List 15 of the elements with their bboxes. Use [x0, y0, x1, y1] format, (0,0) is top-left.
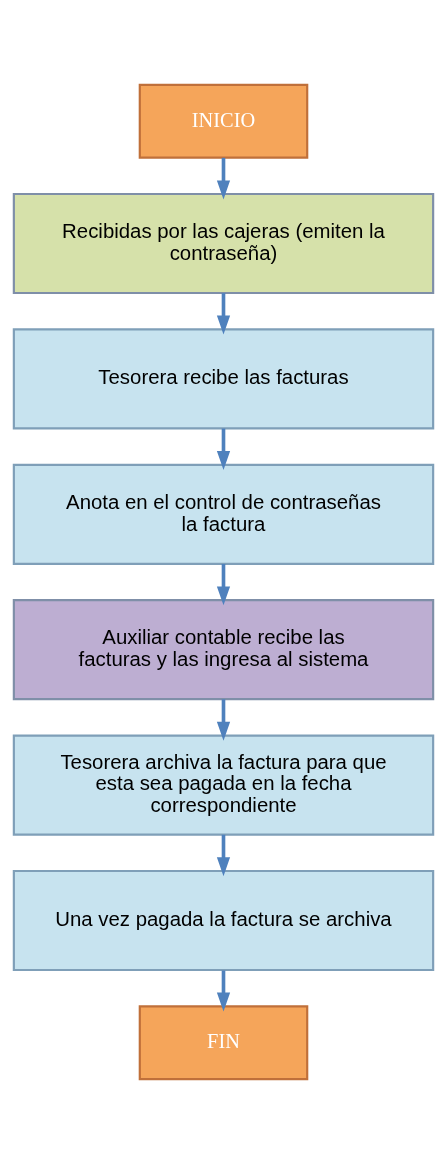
node-box: Tesorera recibe las facturas — [12, 327, 435, 429]
node-box: INICIO — [138, 83, 309, 159]
node-box: Recibidas por las cajeras (emiten la contraseña) — [12, 192, 435, 294]
arrow — [216, 698, 231, 741]
node-box: FIN — [138, 1004, 309, 1080]
arrow — [216, 563, 231, 605]
node-box: Tesorera archiva la factura para que esta sea pagada en la fecha correspondiente — [12, 734, 435, 836]
arrow — [216, 428, 231, 470]
arrow — [216, 292, 231, 335]
node-box: Auxiliar contable recibe las facturas y las ingresa al sistema — [12, 598, 435, 700]
node-box: Anota en el control de contraseñas la factura — [12, 463, 435, 565]
node-box: Una vez pagada la factura se archiva — [12, 869, 435, 971]
arrow — [216, 834, 231, 876]
arrow — [216, 157, 231, 199]
arrow — [216, 970, 231, 1011]
